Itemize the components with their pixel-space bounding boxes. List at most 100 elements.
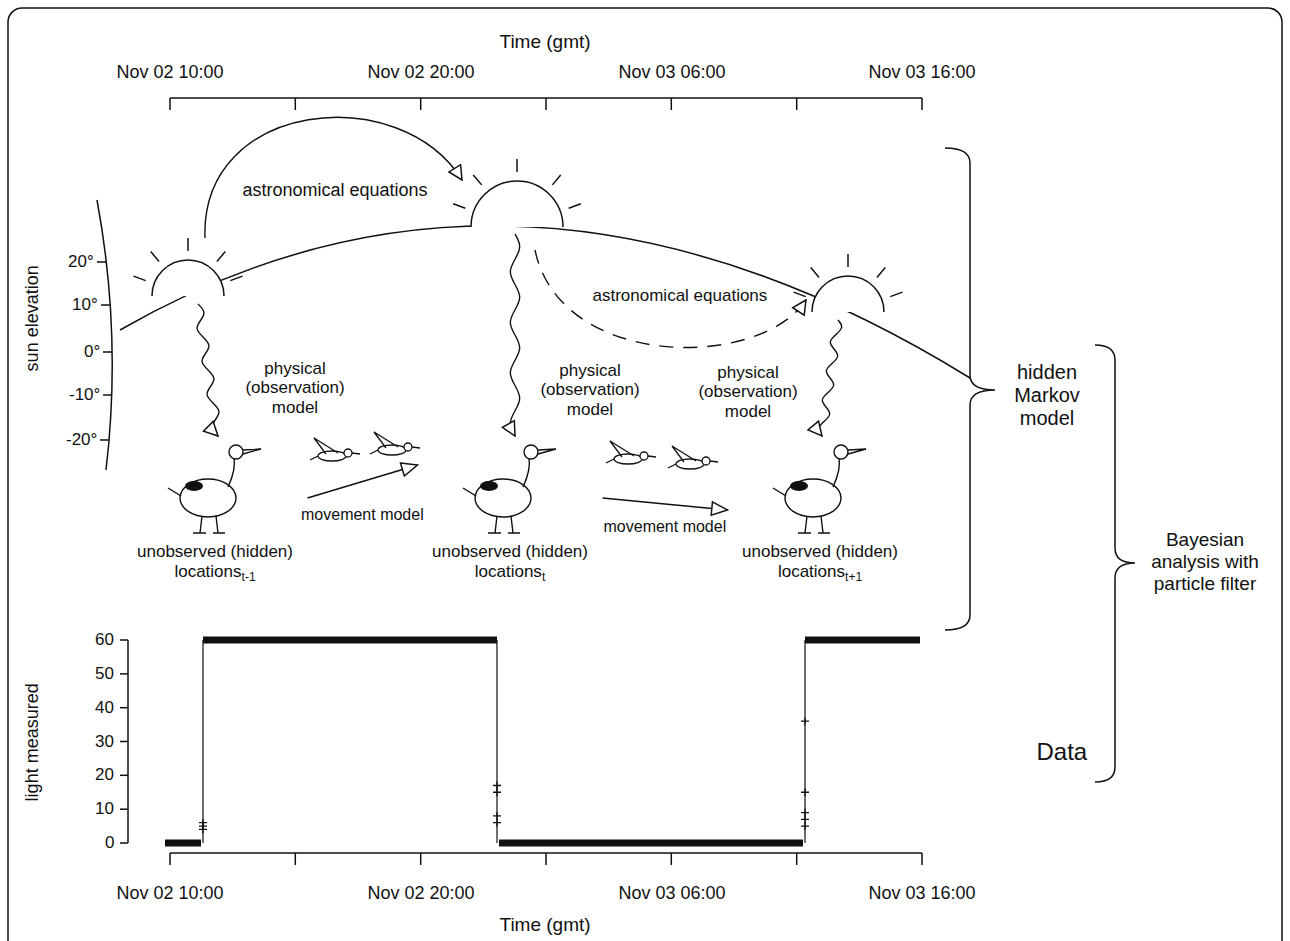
location-node: unobserved (hidden) locationst [418, 440, 603, 585]
annotation-label: hidden Markov model [1005, 361, 1090, 430]
annotation-label: Nov 02 20:00 [368, 883, 475, 904]
observation-arrow [818, 320, 841, 436]
annotation-label: Nov 02 20:00 [368, 62, 475, 83]
axis-tick [101, 304, 110, 306]
annotation-label: 20° [68, 252, 94, 272]
sun-ray [473, 175, 481, 185]
annotation-label: physical (observation) model [691, 363, 806, 422]
axis-tick [671, 98, 673, 110]
brace [1095, 345, 1135, 782]
annotation-label: sun elevation [22, 265, 43, 371]
annotation-label: astronomical equations [593, 286, 768, 306]
movement-arrow [308, 465, 418, 498]
location-label: t [542, 571, 545, 585]
sun-ray [133, 276, 145, 280]
axis-tick [103, 351, 112, 353]
annotation-label: -20° [66, 430, 97, 450]
location-label: unobserved (hidden) locations [742, 542, 898, 581]
annotation-label: Nov 02 10:00 [117, 883, 224, 904]
sun-ray [847, 254, 849, 267]
sun-ray [890, 292, 902, 296]
axis-tick [545, 98, 547, 110]
axis-tick [120, 808, 128, 810]
annotation-label: 0 [105, 833, 114, 853]
axis-tick [120, 707, 128, 709]
location-text: unobserved (hidden) locationst-1 [123, 542, 308, 585]
axis-tick [545, 853, 547, 865]
annotation-label: physical (observation) model [238, 359, 353, 418]
axis-tick [420, 98, 422, 110]
location-label: t+1 [845, 571, 862, 585]
annotation-label: Time (gmt) [500, 914, 591, 936]
annotation-label: Nov 03 06:00 [619, 883, 726, 904]
axis-tick [97, 261, 106, 263]
axis-tick [169, 98, 171, 110]
annotation-label: 60 [95, 630, 114, 650]
sun-ray [811, 268, 819, 278]
annotation-label: 20 [95, 765, 114, 785]
axis-tick [420, 853, 422, 865]
annotation-label: Bayesian analysis with particle filter [1139, 529, 1271, 595]
light-series [203, 640, 805, 843]
annotation-label: 30 [95, 732, 114, 752]
axis-tick [169, 853, 171, 865]
annotation-label: -10° [69, 385, 100, 405]
sun [152, 260, 224, 296]
data-point [801, 788, 809, 796]
elevation-axis [97, 200, 112, 470]
axis-tick [100, 439, 109, 441]
data-point [199, 819, 207, 827]
axis-tick [120, 775, 128, 777]
sun-fill [471, 181, 563, 227]
axis-tick [295, 98, 297, 110]
light-series [165, 640, 920, 843]
sun [812, 276, 884, 312]
annotation-label: 40 [95, 698, 114, 718]
sun-ray [453, 204, 465, 208]
sun-fill [812, 276, 884, 312]
axis-tick [120, 673, 128, 675]
axis-tick [120, 639, 128, 641]
location-text: unobserved (hidden) locationst [418, 542, 603, 585]
observation-arrow [510, 234, 519, 436]
frame [8, 8, 1282, 941]
sun [471, 181, 563, 227]
location-text: unobserved (hidden) locationst+1 [728, 542, 913, 585]
data-point [493, 819, 501, 827]
astronomical-arrow [205, 117, 462, 238]
bird-figure [423, 440, 598, 536]
axis-tick [295, 853, 297, 865]
sun-ray [793, 292, 805, 296]
axis-tick [796, 98, 798, 110]
location-label: unobserved (hidden) locations [432, 542, 588, 581]
location-node: unobserved (hidden) locationst+1 [728, 440, 913, 585]
location-label: unobserved (hidden) locations [137, 542, 293, 581]
annotation-label: Data [1037, 738, 1088, 766]
annotation-label: light measured [22, 683, 43, 801]
sun-ray [217, 252, 225, 262]
sun-ray [552, 175, 560, 185]
annotation-label: physical (observation) model [533, 361, 648, 420]
axis-tick [671, 853, 673, 865]
annotation-label: 0° [84, 342, 100, 362]
bird-figure [733, 440, 908, 536]
sun-ray [151, 252, 159, 262]
annotation-label: Nov 03 06:00 [619, 62, 726, 83]
flying-bird [668, 446, 718, 469]
annotation-label: Nov 03 16:00 [869, 62, 976, 83]
data-point [801, 717, 809, 725]
movement-arrow [603, 498, 728, 510]
observation-arrow [197, 304, 219, 436]
axis-tick [921, 853, 923, 865]
sun-ray [569, 204, 581, 208]
sun-ray [516, 159, 518, 172]
sun-ray [230, 276, 242, 280]
annotation-label: Nov 03 16:00 [869, 883, 976, 904]
sun-path [120, 226, 970, 378]
axis-tick [120, 741, 128, 743]
flying-birds [310, 432, 718, 469]
data-point [801, 822, 809, 830]
